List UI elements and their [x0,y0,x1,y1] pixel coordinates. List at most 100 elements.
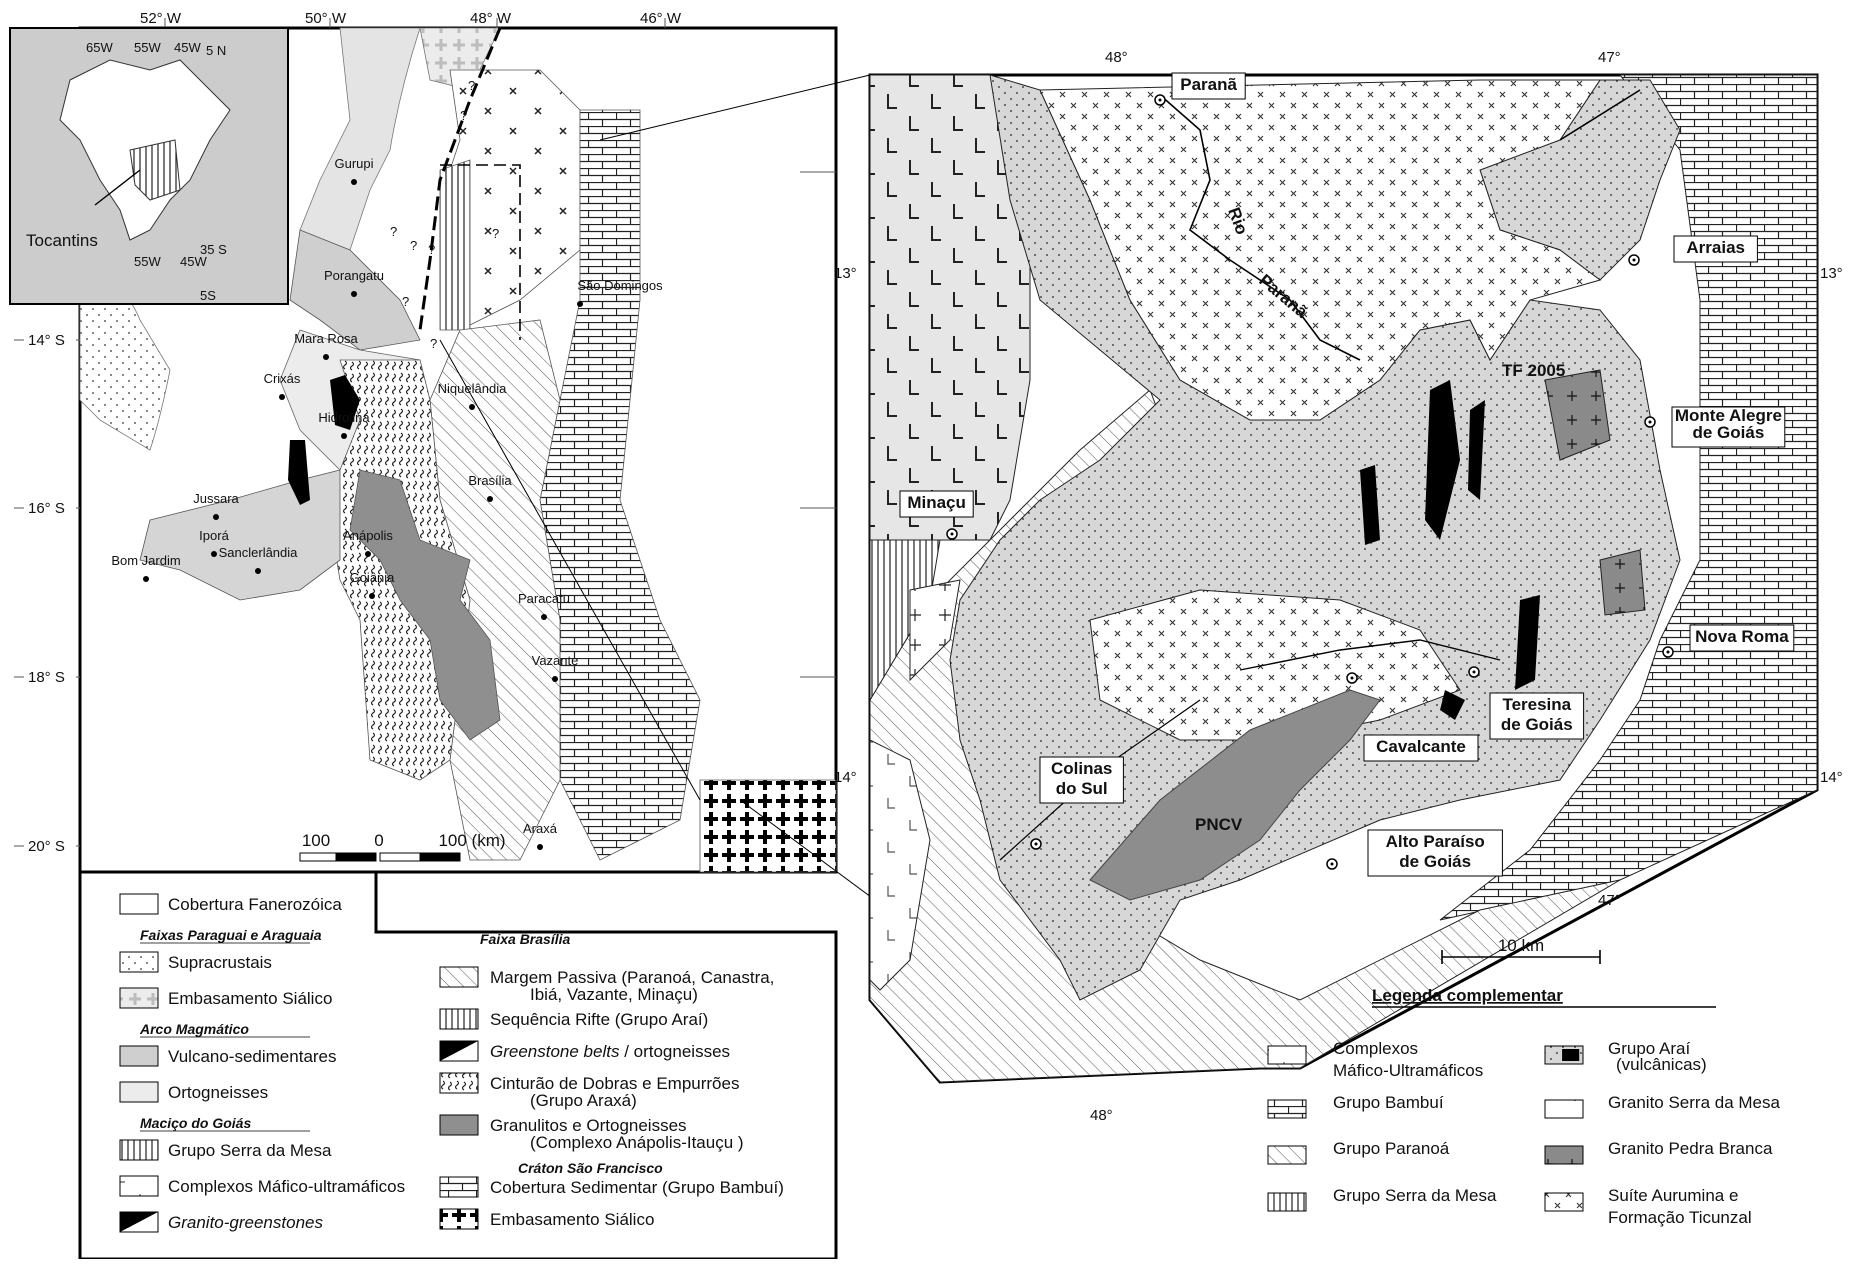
right-city-label: Paranã [1154,72,1246,106]
legend-heading: Maciço do Goiás [140,1115,251,1131]
left-city-label: Gurupi [334,156,373,171]
mafic-complex-south [869,739,931,991]
left-city-marker [341,433,347,439]
right-legend-swatch [1267,1045,1307,1065]
right-legend-label: Granito Serra da Mesa [1608,1093,1781,1112]
right-legend-swatch [1544,1099,1584,1119]
left-scale-label: 100 (km) [438,831,505,850]
unknown-mark: ? [492,226,499,241]
inset-coord: 55W [134,254,161,269]
lat-label-bg [24,667,76,687]
legend-label: (Grupo Araxá) [530,1091,637,1110]
right-city-name: Minaçu [907,493,966,512]
unknown-mark: ? [430,336,437,351]
right-legend-swatch [1267,1145,1307,1165]
right-side-coord: 13° [834,265,857,282]
rift-vlines [439,159,471,331]
right-city-name: Teresina [1502,695,1571,714]
right-legend-swatch [1544,1192,1584,1212]
tf2005-label: TF 2005 [1502,361,1565,380]
right-bottom-coord: 47° [1598,892,1621,909]
lon-label: 52° W [140,10,182,27]
left-city-marker [469,404,475,410]
right-city-name: Arraias [1686,238,1745,257]
legend-label: Granito-greenstones [168,1213,323,1232]
left-city-label: Bom Jardim [111,553,180,568]
basement-cross [699,779,837,873]
right-legend-label: Suíte Aurumina e [1608,1186,1738,1205]
legend-swatch [439,1208,479,1230]
left-city-label: Brasília [468,473,512,488]
inset-label-tocantins: Tocantins [26,231,98,250]
legend-label: Ibiá, Vazante, Minaçu) [530,985,698,1004]
left-city-marker [143,576,149,582]
left-city-marker [552,676,558,682]
right-city-name: Paranã [1180,75,1237,94]
left-city-label: Porangatu [324,268,384,283]
lat-label-bg [24,836,76,856]
magmatic-arc-south [139,469,341,601]
left-city-marker [351,291,357,297]
right-legend-label: Grupo Paranoá [1333,1139,1450,1158]
right-city-name: Alto Paraíso [1386,832,1485,851]
right-city-label: Minaçu [899,490,974,540]
right-city-name: do Sul [1056,779,1108,798]
pncv-label: PNCV [1195,815,1243,834]
right-scale-label: 10 km [1498,936,1544,955]
legend-swatch [439,1176,479,1198]
unknown-mark: ? [428,242,435,257]
right-legend-label: Grupo Serra da Mesa [1333,1186,1497,1205]
legend-label: Sequência Rifte (Grupo Araí) [490,1010,708,1029]
lat-label: 20° S [28,838,65,855]
legend-heading: Arco Magmático [139,1021,249,1037]
legend-label: Cobertura Sedimentar (Grupo Bambuí) [490,1178,784,1197]
legend-swatch [439,1040,479,1062]
left-city-marker [279,394,285,400]
legend-label: Margem Passiva (Paranoá, Canastra, [490,968,774,987]
inset-coord: 5 N [206,43,226,58]
right-city-label: Nova Roma [1662,624,1795,658]
left-city-marker [541,614,547,620]
right-legend-label: (vulcânicas) [1616,1055,1707,1074]
lon-label: 48° W [470,10,512,27]
right-legend-swatch [1544,1045,1584,1065]
right-legend-label: Granito Pedra Branca [1608,1139,1773,1158]
unknown-mark: ? [410,238,417,253]
right-legend-swatch [1267,1099,1307,1119]
lat-label: 18° S [28,669,65,686]
lat-label-bg [24,498,76,518]
pncv-area [1089,689,1381,901]
left-city-marker [211,551,217,557]
lat-label: 16° S [28,500,65,517]
right-city-name: de Goiás [1692,423,1764,442]
greenstones [288,375,360,505]
legend-label: Embasamento Siálico [490,1210,654,1229]
right-city-name: Nova Roma [1695,627,1789,646]
left-city-marker [365,551,371,557]
right-city-name: de Goiás [1399,852,1471,871]
legend-label: Cobertura Fanerozóica [168,895,342,914]
right-legend-label: Complexos [1333,1039,1418,1058]
legend-label: Complexos Máfico-ultramáficos [168,1177,405,1196]
right-top-coord: 48° [1105,49,1128,66]
pedra-branca-granite [1544,369,1611,461]
legend-heading: Faixa Brasília [480,931,570,947]
right-legend-swatch [1544,1145,1584,1165]
inset-coord: 65W [86,40,113,55]
left-city-marker [369,593,375,599]
left-city-marker [351,179,357,185]
left-city-label: Mara Rosa [294,331,358,346]
cross-section-line [439,339,701,801]
left-map [9,18,838,874]
legend-heading: Cráton São Francisco [518,1160,663,1176]
right-legend-label: Grupo Bambuí [1333,1093,1444,1112]
left-city-label: Paracatu [518,591,570,606]
right-city-name: Cavalcante [1376,737,1466,756]
thrust-front [418,27,502,331]
right-top-coord: 47° [1598,49,1621,66]
left-scale-bar [299,852,461,862]
